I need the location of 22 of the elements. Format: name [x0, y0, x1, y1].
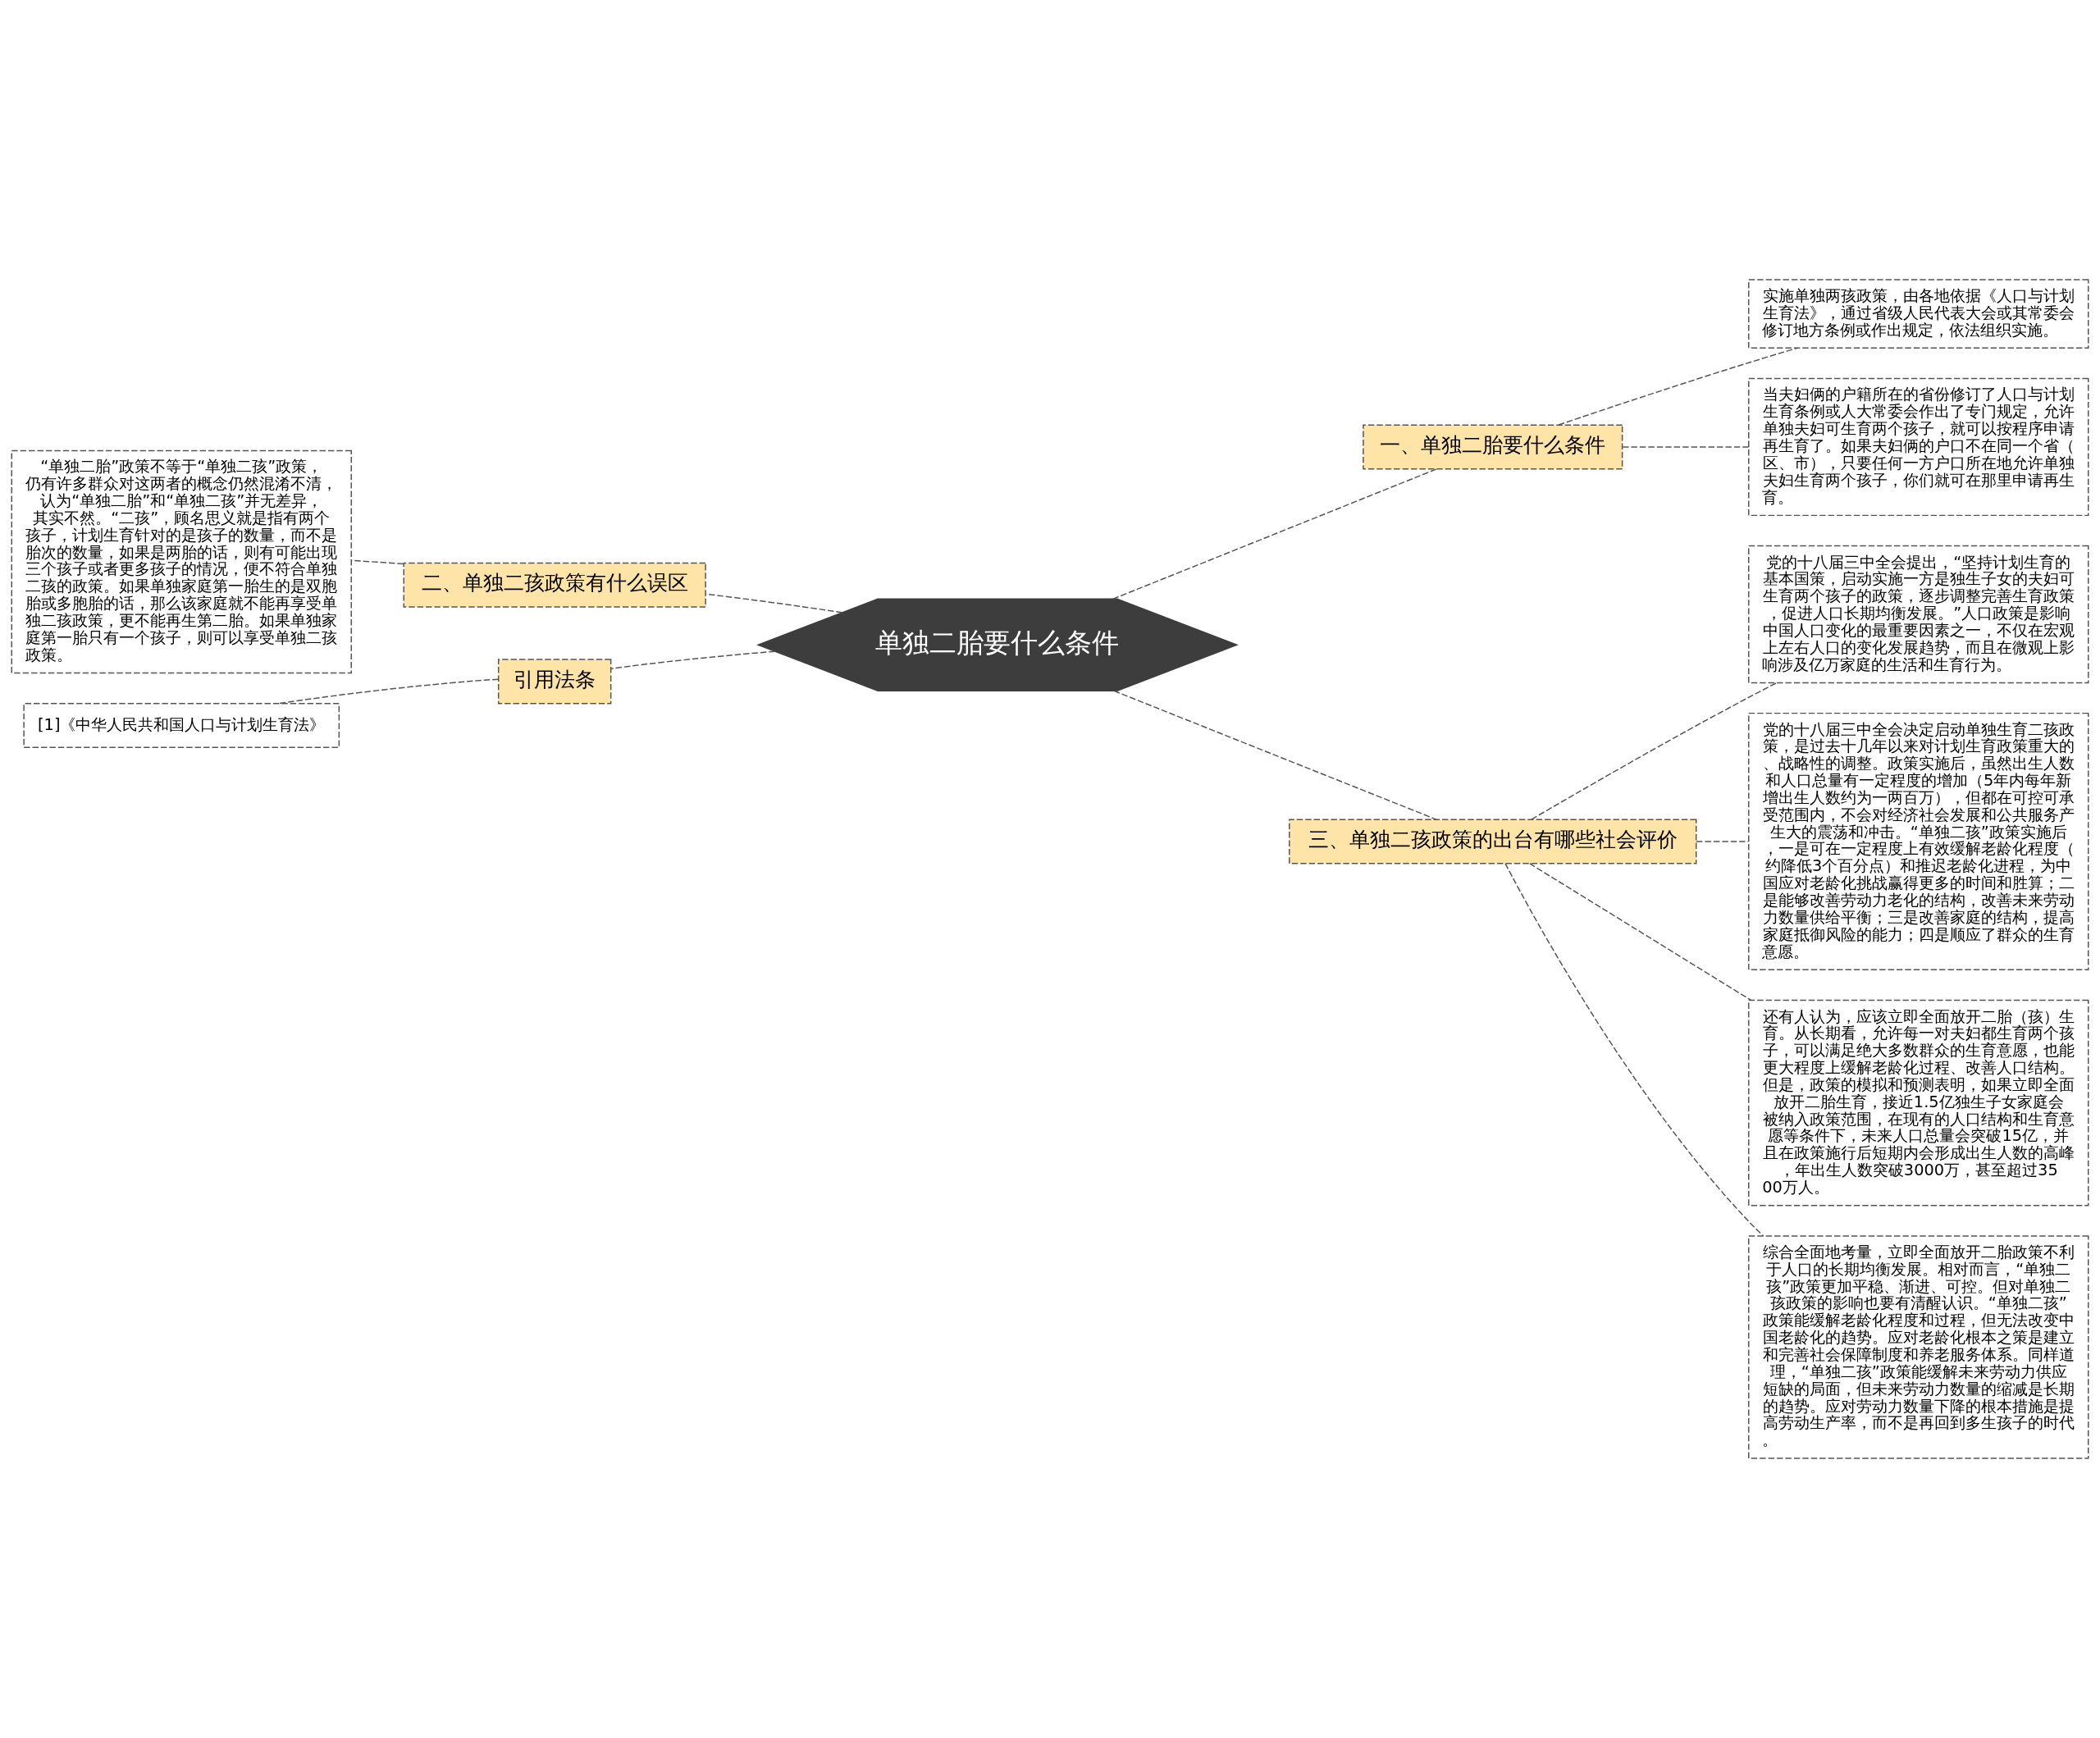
connector — [1529, 863, 1752, 1001]
node-box: 还有人认为，应该立即全面放开二胎（孩）生育。从长期看，允许每一对夫妇都生育两个孩子，可以满足绝大多数群众的生育意愿，也能更大程度上缓解老龄化过程、改善人口结构。但是，政策的模拟和预测表明，如果立即全面放开二胎生育，接近1.5亿独生子女家庭会被纳入政策范围，在现有的人口结构和生育意愿等条件下，未来人口总量会突破15亿，并且在政策施行后短期内会形成出生人数的高峰，年出生人数突破3000万，甚至超过3500万人。 — [1748, 999, 2089, 1207]
connector — [1112, 468, 1438, 600]
node-box: 党的十八届三中全会提出，“坚持计划生育的基本国策，启动实施一方是独生子女的夫妇可生育两个孩子的政策，逐步调整完善生育政策，促进人口长期均衡发展。”人口政策是影响中国人口变化的最重要因素之一，不仅在宏观上左右人口的变化发展趋势，而且在微观上影响涉及亿万家庭的生活和生育行为。 — [1748, 545, 2089, 684]
node-box: 综合全面地考量，立即全面放开二胎政策不利于人口的长期均衡发展。相对而言，“单独二孩”政策更加平稳、渐进、可控。但对单独二孩政策的影响也要有清醒认识。“单独二孩”政策能缓解老龄化程度和过程，但无法改变中国老龄化的趋势。应对老龄化根本之策是建立和完善社会保障制度和养老服务体系。同样道理，“单独二孩”政策能缓解未来劳动力供应短缺的局面，但未来劳动力数量的缩减是长期的趋势。应对劳动力数量下降的根本措施是提高劳动生产率，而不是再回到多生孩子的时代。 — [1748, 1235, 2089, 1459]
node-box: “单独二胎”政策不等于“单独二孩”政策，仍有许多群众对这两者的概念仍然混淆不清，认为“单独二胎”和“单独二孩”并无差异，其实不然。“二孩”，顾名思义就是指有两个孩子，计划生育针对的是孩子的数量，而不是胎次的数量，如果是两胎的话，则有可能出现三个孩子或者更多孩子的情况，便不符合单独二孩的政策。如果单独家庭第一胎生的是双胞胎或多胞胎的话，那么该家庭就不能再享受单独二孩政策，更不能再生第二胎。如果单独家庭第一胎只有一个孩子，则可以享受单独二孩政策。 — [11, 449, 352, 674]
connector — [705, 593, 843, 614]
connector — [1531, 682, 1778, 820]
connector — [1622, 446, 1750, 448]
node-box: 实施单独两孩政策，由各地依据《人口与计划生育法》，通过省级人民代表大会或其常委会修订地方条例或作出规定，依法组织实施。 — [1748, 279, 2089, 349]
node-box: 党的十八届三中全会决定启动单独生育二孩政策，是过去十几年以来对计划生育政策重大的、战略性的调整。政策实施后，虽然出生人数和人口总量有一定程度的增加（5年内每年新增出生人数约为一两百万），但都在可控可承受范围内，不会对经济社会发展和公共服务产生大的震荡和冲击。“单独二孩”政策实施后，一是可在一定程度上有效缓解老龄化程度（约降低3个百分点）和推迟老龄化进程，为中国应对老龄化挑战赢得更多的时间和胜算；二是能够改善劳动力老化的结构，改善未来劳动力数量供给平衡；三是改善家庭的结构，提高家庭抵御风险的能力；四是顺应了群众的生育意愿。 — [1748, 712, 2089, 971]
node-box: 引用法条 — [497, 659, 612, 705]
connector — [1113, 690, 1437, 820]
connector — [610, 650, 776, 669]
node-box: 三、单独二孩政策的出台有哪些社会评价 — [1289, 819, 1697, 864]
node-box: 二、单独二孩政策有什么误区 — [403, 562, 706, 608]
connector — [1504, 863, 1764, 1237]
node-box: 一、单独二胎要什么条件 — [1363, 424, 1623, 470]
node-box: [1]《中华人民共和国人口与计划生育法》 — [23, 702, 340, 749]
connector — [1696, 841, 1750, 842]
connector — [278, 678, 500, 705]
node-box: 当夫妇俩的户籍所在的省份修订了人口与计划生育条例或人大常委会作出了专门规定，允许单独夫妇可生育两个孩子，就可以按程序申请再生育了。如果夫妇俩的户口不在同一个省（区、市），只要任何一方户口所在地允许单独夫妇生育两个孩子，你们就可在那里申请再生育。 — [1748, 377, 2089, 517]
